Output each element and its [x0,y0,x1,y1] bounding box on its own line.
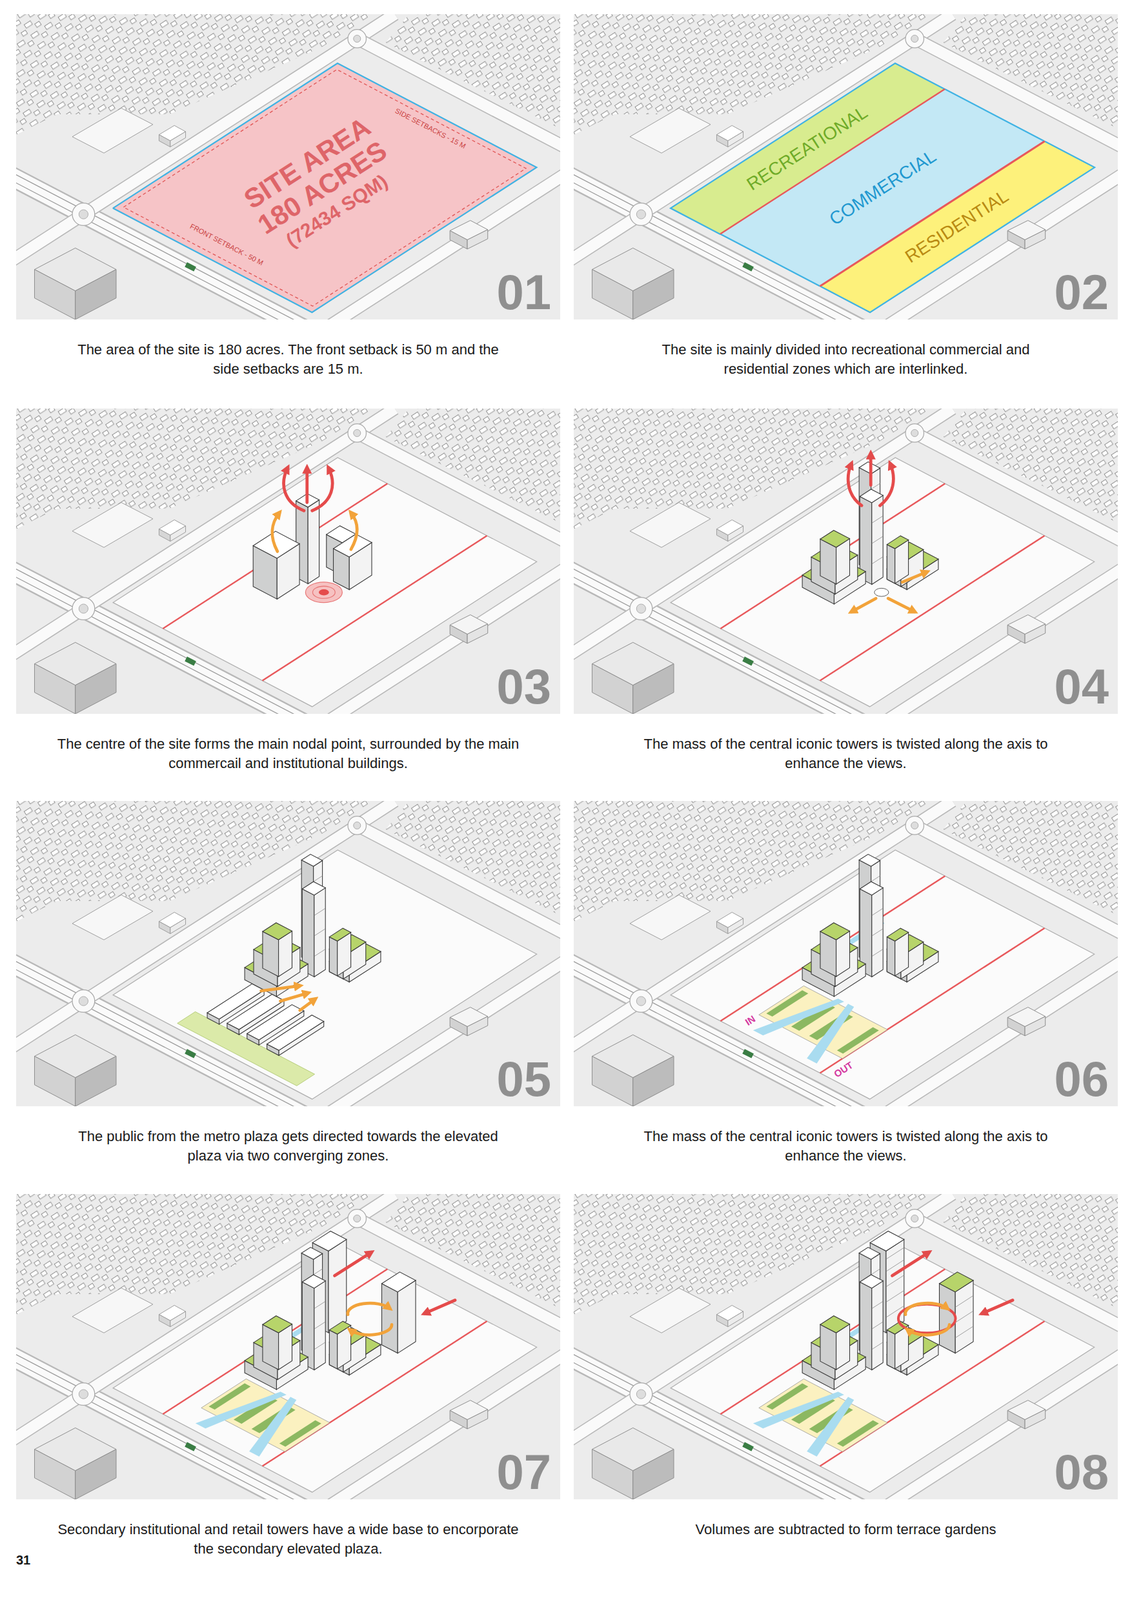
nodal-point [305,582,343,603]
number-anchor: 04 [1053,662,1109,712]
step-caption: The mass of the central iconic towers is… [623,1126,1069,1166]
building-mass [203,493,413,616]
caption-anchor: Volumes are subtracted to form terrace g… [600,1519,1092,1540]
zone-outline [820,141,1045,287]
number-anchor: 08 [1053,1447,1109,1497]
step-number: 05 [496,1054,552,1104]
zone-band: RESIDENTIAL [820,141,1095,313]
view-arrows [891,1252,1013,1335]
base-map [573,14,1118,320]
building-mass [731,854,1000,1012]
base-map [16,408,561,714]
zone-outline [720,234,820,287]
caption-anchor: Secondary institutional and retail tower… [49,1519,528,1559]
view-arrows [272,467,357,552]
number-anchor: 03 [496,662,552,712]
step-caption: The public from the metro plaza gets dir… [62,1126,515,1166]
view-arrows [848,453,927,612]
base-map [573,800,1118,1107]
number-anchor: 06 [1053,1054,1109,1104]
zone-divider [162,483,487,681]
base-map [16,800,561,1107]
panel-illustration [16,408,561,714]
step-number: 07 [496,1447,552,1497]
flow-arrows [261,985,316,1011]
zone-outline [820,141,1095,313]
plaza-landscape [729,920,978,1069]
base-map [573,408,1118,714]
caption-anchor: The centre of the site forms the main no… [43,734,534,774]
step-number: 04 [1053,662,1109,712]
number-anchor: 01 [496,267,552,317]
step-number: 08 [1053,1447,1109,1497]
caption-anchor: The mass of the central iconic towers is… [623,734,1069,774]
step-number: 03 [496,662,552,712]
diagram-panel: 08Volumes are subtracted to form terrace… [573,1193,1118,1500]
step-caption: Volumes are subtracted to form terrace g… [600,1519,1092,1540]
building-mass [731,1247,1000,1405]
base-map [573,1193,1118,1500]
step-number: 01 [496,267,552,317]
building-mass [173,1247,442,1405]
caption-anchor: The site is mainly divided into recreati… [636,340,1056,379]
base-map [16,14,561,320]
step-caption: Secondary institutional and retail tower… [49,1519,528,1559]
diagram-panel: 04The mass of the central iconic towers … [573,408,1118,714]
base-map [16,1193,561,1500]
step-number: 02 [1053,267,1109,317]
panel-illustration [573,1193,1118,1500]
diagram-panel: INOUT06The mass of the central iconic to… [573,800,1118,1107]
step-caption: The area of the site is 180 acres. The f… [69,340,508,379]
zone-fill [112,63,537,313]
view-arrows [334,1252,455,1335]
building-mass [731,462,1000,619]
diagram-panel: RECREATIONALCOMMERCIALRESIDENTIAL02The s… [573,14,1118,320]
number-anchor: 05 [496,1054,552,1104]
diagram-panel: 03The centre of the site forms the main … [16,408,561,714]
caption-anchor: The public from the metro plaza gets dir… [62,1126,515,1166]
caption-anchor: The area of the site is 180 acres. The f… [69,340,508,379]
zone-fill [820,141,1095,313]
plaza-circle [874,587,889,597]
number-anchor: 07 [496,1447,552,1497]
page-number: 31 [16,1552,31,1568]
panel-illustration [16,1193,561,1500]
panel-illustration [16,800,561,1107]
step-caption: The site is mainly divided into recreati… [636,340,1056,379]
page-anchor: 31 [16,1552,31,1568]
step-caption: The centre of the site forms the main no… [43,734,534,774]
zone-outline [123,69,527,307]
caption-anchor: The mass of the central iconic towers is… [623,1126,1069,1166]
zone-outline [944,89,1045,142]
site-area: SITE AREA180 ACRES(72434 SQM)FRONT SETBA… [112,63,537,313]
diagram-panel: 07Secondary institutional and retail tow… [16,1193,561,1500]
diagram-panel: 05The public from the metro plaza gets d… [16,800,561,1107]
plaza-bars [177,979,364,1086]
building-mass [173,854,442,1012]
zone-outline [112,63,537,313]
step-caption: The mass of the central iconic towers is… [623,734,1069,774]
number-anchor: 02 [1053,267,1109,317]
diagram-panel: SITE AREA180 ACRES(72434 SQM)FRONT SETBA… [16,14,561,320]
step-number: 06 [1053,1054,1109,1104]
panel-illustration [573,408,1118,714]
zone-outline [720,89,945,235]
